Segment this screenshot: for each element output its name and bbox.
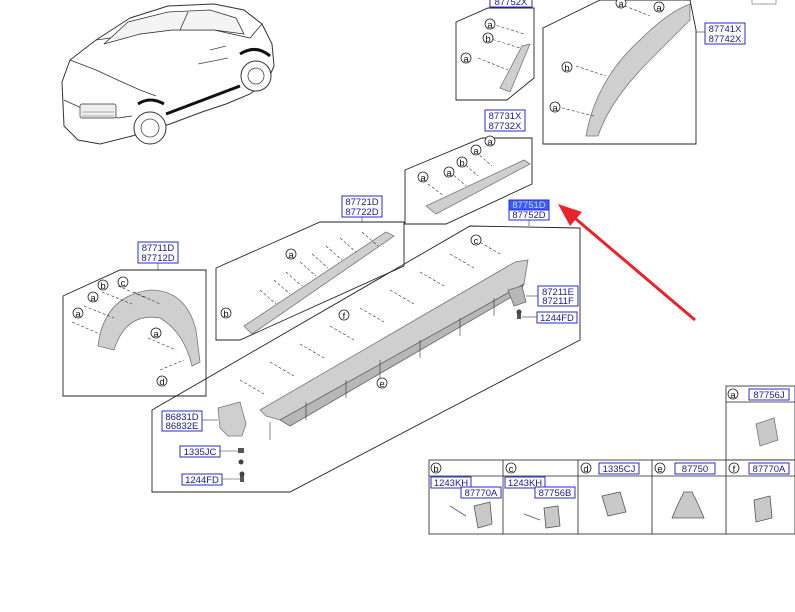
bolt-right-icon [516,309,522,319]
svg-text:1243KH: 1243KH [508,478,542,489]
svg-text:86832E: 86832E [166,421,199,432]
red-pointer-arrow-icon [558,204,696,322]
svg-text:a: a [153,329,159,340]
group-rear-fender-upper: b a a a 87741X 87742X [542,0,746,145]
svg-text:a: a [463,54,469,65]
legend-cell-a: a 87756J [725,385,795,461]
svg-text:86831D: 86831D [165,412,198,423]
svg-text:1335CJ: 1335CJ [603,464,636,475]
svg-text:87711D: 87711D [142,243,175,254]
callout-1244FD-left[interactable]: 1244FD [181,473,223,486]
legend-cell-c: c 1243KH 87756B [504,462,576,529]
group-87731X: 87731X 87732X a a b a a [404,109,533,225]
svg-text:b: b [100,281,105,292]
svg-text:b: b [564,63,569,74]
svg-text:1244FD: 1244FD [185,475,219,486]
svg-text:87756B: 87756B [539,488,572,499]
callout-top-partial[interactable]: 87752X [489,0,533,8]
svg-text:87752X: 87752X [495,0,528,8]
svg-text:b: b [459,158,464,169]
svg-text:a: a [618,0,624,10]
svg-text:1335JC: 1335JC [184,447,217,458]
svg-text:87721D: 87721D [345,197,378,208]
svg-text:87770A: 87770A [753,464,786,475]
svg-text:87752D: 87752D [512,210,545,221]
svg-text:a: a [656,3,662,14]
clip-b-icon [449,501,493,529]
callout-87751D-highlighted[interactable]: 87751D 87752D [508,199,550,221]
svg-text:b: b [485,34,490,45]
svg-text:87741X: 87741X [709,24,742,35]
svg-text:c: c [474,236,479,247]
svg-text:a: a [420,173,426,184]
clip-f-icon [753,495,773,523]
group-87711D: 87711D 87712D b c a a a d [62,241,207,397]
svg-text:1244FD: 1244FD [540,313,574,324]
svg-text:a: a [730,390,736,401]
svg-text:87742X: 87742X [709,34,742,45]
legend-cell-d: d 1335CJ [580,462,640,517]
svg-text:e: e [379,379,384,390]
legend-cell-f: f 87770A [728,462,790,523]
group-87751D-side-sill: 87751D 87752D c f e 87211E 87211F 1244FD [151,199,581,493]
svg-text:a: a [473,146,479,157]
svg-text:87756J: 87756J [753,390,784,401]
svg-text:d: d [583,464,588,475]
group-upper-strip: a b a [455,7,535,101]
svg-text:1243KH: 1243KH [434,478,468,489]
clip-d-icon [601,491,627,517]
car-illustration [61,3,275,145]
svg-text:87751D: 87751D [512,200,545,211]
svg-text:87750: 87750 [682,464,708,475]
svg-text:a: a [487,20,493,31]
clip-e-icon [671,491,705,519]
svg-text:87722D: 87722D [345,207,378,218]
callout-87731X[interactable]: 87731X 87732X [484,109,526,132]
callout-1244FD-right[interactable]: 1244FD [536,311,578,324]
callout-87211E[interactable]: 87211E 87211F [537,285,579,307]
svg-text:87732X: 87732X [489,121,522,132]
svg-text:f: f [343,311,346,322]
bracket-part [507,285,527,307]
svg-text:87211E: 87211E [542,287,574,298]
svg-text:87770A: 87770A [465,488,498,499]
svg-text:a: a [75,309,81,320]
svg-text:87731X: 87731X [489,111,522,122]
svg-text:c: c [121,278,126,289]
callout-1335JC[interactable]: 1335JC [179,445,221,458]
svg-text:b: b [223,309,228,320]
corner-box [751,0,777,5]
svg-text:a: a [552,103,558,114]
svg-text:c: c [509,464,514,475]
callout-87721D[interactable]: 87721D 87722D [341,195,383,218]
svg-text:b: b [433,464,438,475]
group-87721D: 87721D 87722D a b [215,195,405,341]
svg-text:a: a [288,250,294,261]
fastener-legend: a 87756J b 1243KH 87770A c 1243KH 87756B [428,385,795,535]
svg-text:d: d [159,377,164,388]
svg-text:87712D: 87712D [141,253,174,264]
callout-86831D[interactable]: 86831D 86832E [161,410,203,432]
mudguard-part [217,401,247,437]
legend-cell-e: e 87750 [654,462,716,519]
callout-87711D[interactable]: 87711D 87712D [137,241,179,264]
svg-text:a: a [446,168,452,179]
svg-text:a: a [487,137,493,148]
clip-c-icon [523,505,561,529]
svg-text:a: a [90,293,96,304]
svg-text:f: f [733,464,736,475]
svg-text:e: e [657,464,662,475]
bolt-left-icon [239,471,245,482]
callout-87741X[interactable]: 87741X 87742X [704,22,746,45]
svg-text:87211F: 87211F [542,296,574,307]
legend-cell-b: b 1243KH 87770A [430,462,502,529]
clip-a-icon [755,417,779,447]
screw-icon [238,448,244,465]
